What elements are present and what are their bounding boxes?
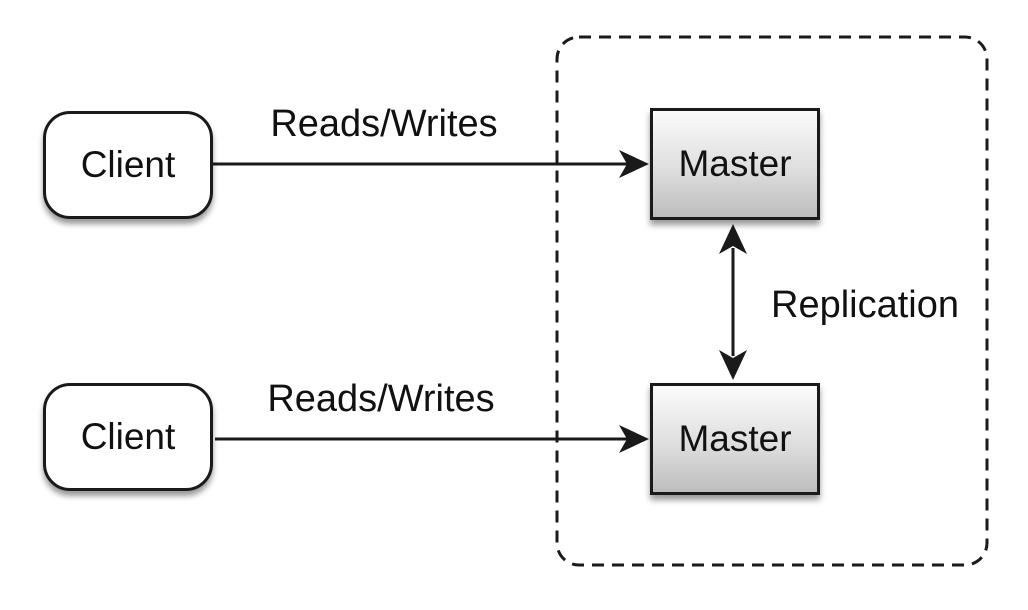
node-label: Client <box>80 144 176 185</box>
arrowhead-right-icon <box>619 425 649 453</box>
arrowhead-right-icon <box>619 150 649 178</box>
arrow-reads-writes-bottom <box>215 425 649 453</box>
arrowhead-up-icon <box>719 224 747 254</box>
replication-group-dashed-border <box>555 35 989 567</box>
edge-label-reads-writes-bottom: Reads/Writes <box>267 378 495 420</box>
arrowhead-down-icon <box>719 350 747 380</box>
edge-label-replication: Replication <box>771 284 959 326</box>
node-master-top: Master <box>650 108 820 220</box>
arrow-reads-writes-top <box>213 150 649 178</box>
node-master-bottom: Master <box>650 383 820 495</box>
node-label: Master <box>678 143 792 184</box>
edge-label-reads-writes-top: Reads/Writes <box>270 103 498 145</box>
node-label: Client <box>80 416 176 457</box>
node-client-top: Client <box>43 111 213 219</box>
node-label: Master <box>678 418 792 459</box>
arrow-replication-bidirectional <box>719 224 747 380</box>
node-client-bottom: Client <box>43 383 213 491</box>
